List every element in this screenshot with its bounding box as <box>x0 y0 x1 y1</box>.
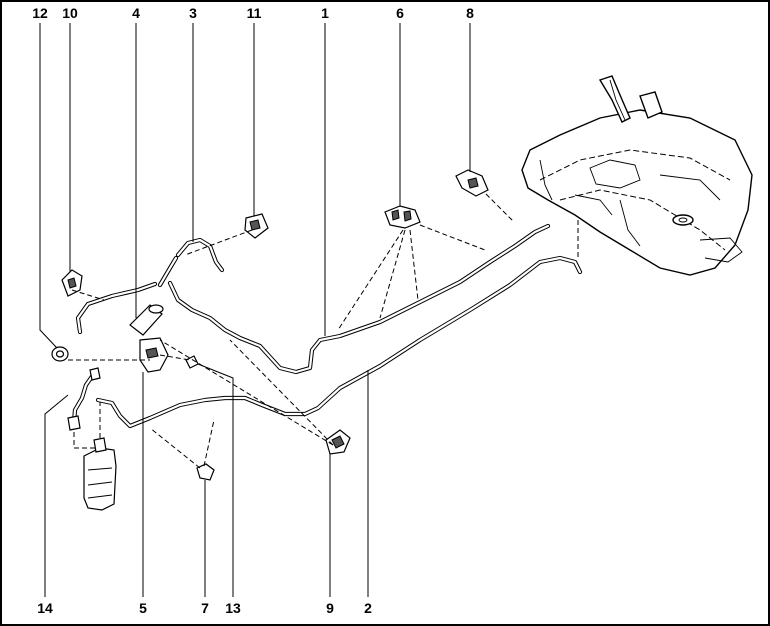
callout-11: 11 <box>247 5 262 21</box>
callout-3: 3 <box>189 5 197 21</box>
clip-11 <box>244 213 269 239</box>
clip-6 <box>384 205 421 229</box>
callout-13: 13 <box>225 600 241 616</box>
carbon-canister <box>83 437 117 511</box>
leader-lines <box>39 23 471 597</box>
callout-5: 5 <box>139 600 147 616</box>
connector-14 <box>67 367 101 431</box>
callout-numbers: 12 10 4 3 11 1 6 8 14 5 7 13 9 2 <box>32 5 474 616</box>
fuel-pipe-3 <box>157 237 225 288</box>
callout-10: 10 <box>62 5 78 21</box>
fuel-pipe-1 <box>167 223 551 375</box>
callout-2: 2 <box>364 600 372 616</box>
callout-8: 8 <box>466 5 474 21</box>
callout-6: 6 <box>396 5 404 21</box>
clip-7 <box>196 463 215 481</box>
fuel-pipe-10 <box>75 281 158 335</box>
fuel-pipe-2 <box>95 255 583 429</box>
callout-1: 1 <box>321 5 329 21</box>
fuel-tank <box>521 75 753 276</box>
callout-9: 9 <box>326 600 334 616</box>
callout-14: 14 <box>37 600 53 616</box>
assembly-lines <box>68 193 579 469</box>
clip-9 <box>325 429 351 455</box>
bracket-5 <box>139 337 169 373</box>
fuel-filter-4 <box>129 304 164 336</box>
fuel-pipe-14 <box>71 372 96 425</box>
clip-10 <box>61 269 83 297</box>
callout-12: 12 <box>32 5 48 21</box>
callout-4: 4 <box>132 5 140 21</box>
callout-7: 7 <box>201 600 209 616</box>
grommet-12 <box>51 346 69 362</box>
connector-8 <box>455 169 489 197</box>
